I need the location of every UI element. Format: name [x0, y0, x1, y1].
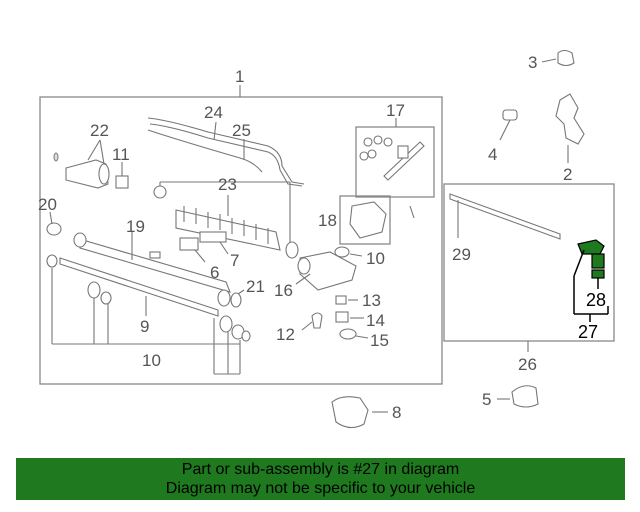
part-23-bellows[interactable]: [153, 181, 299, 259]
part-22-boot[interactable]: [53, 139, 110, 189]
part-11-fitting[interactable]: [115, 162, 129, 189]
label-17: 17: [386, 101, 405, 120]
part-9-rack[interactable]: [46, 254, 219, 317]
label-16: 16: [274, 281, 293, 300]
label-12: 12: [276, 325, 295, 344]
part-17-valve-set[interactable]: [359, 118, 425, 181]
label-18: 18: [318, 211, 337, 230]
part-18-valve-body[interactable]: [349, 201, 415, 239]
label-26: 26: [518, 355, 537, 374]
part-21-ring[interactable]: [217, 289, 245, 308]
label-10-lower: 10: [142, 351, 161, 370]
label-27: 27: [578, 322, 598, 342]
label-13: 13: [362, 291, 381, 310]
part-28-nut[interactable]: [591, 269, 605, 289]
label-2: 2: [563, 165, 572, 184]
label-21: 21: [246, 277, 265, 296]
label-5: 5: [482, 390, 491, 409]
part-27-bracket-lines: [573, 276, 609, 322]
banner-line-2: Diagram may not be specific to your vehi…: [165, 480, 476, 497]
part-24-25-pipes[interactable]: [147, 117, 305, 187]
valve-body-box: [339, 195, 391, 245]
label-1: 1: [235, 67, 244, 86]
steering-gearbox-assembly-box: [39, 96, 443, 385]
label-3: 3: [528, 53, 537, 72]
label-24: 24: [204, 103, 223, 122]
part-10-washer[interactable]: [334, 246, 363, 258]
part-20-seal[interactable]: [46, 211, 62, 236]
part-3-bushing[interactable]: [541, 49, 575, 67]
label-25: 25: [232, 121, 251, 140]
label-19: 19: [126, 217, 145, 236]
part-8-housing[interactable]: [331, 396, 388, 429]
part-10-components[interactable]: [51, 268, 251, 375]
label-8: 8: [392, 403, 401, 422]
label-6: 6: [210, 263, 219, 282]
part-15-seal[interactable]: [339, 328, 369, 340]
part-19-housing[interactable]: [73, 232, 231, 293]
banner-line-1: Part or sub-assembly is #27 in diagram: [181, 461, 460, 478]
label-4: 4: [488, 145, 497, 164]
label-23: 23: [218, 175, 237, 194]
label-29: 29: [452, 245, 471, 264]
valve-subassembly-box: [355, 126, 435, 198]
label-10-upper: 10: [366, 249, 385, 268]
part-27-tie-rod-end[interactable]: [573, 239, 605, 277]
tie-rod-assembly-box: [443, 183, 615, 342]
label-20: 20: [38, 195, 57, 214]
label-15: 15: [370, 331, 389, 350]
part-13-nut[interactable]: [335, 295, 358, 305]
info-banner: Part or sub-assembly is #27 in diagram D…: [16, 458, 625, 500]
label-22: 22: [90, 121, 109, 140]
label-11: 11: [112, 145, 130, 164]
part-29-tie-rod[interactable]: [449, 193, 561, 240]
label-28: 28: [586, 290, 606, 310]
part-4-bolt[interactable]: [499, 109, 518, 141]
label-14: 14: [366, 311, 385, 330]
part-16-valve-housing[interactable]: [295, 251, 357, 291]
part-2-bracket[interactable]: [555, 93, 585, 163]
part-5-boot[interactable]: [497, 385, 539, 408]
part-7-mount[interactable]: [199, 231, 229, 255]
part-12-cap[interactable]: [301, 312, 323, 331]
label-7: 7: [230, 251, 239, 270]
label-9: 9: [140, 317, 149, 336]
part-14-washer[interactable]: [335, 311, 364, 323]
part-6-bracket[interactable]: [179, 237, 206, 263]
